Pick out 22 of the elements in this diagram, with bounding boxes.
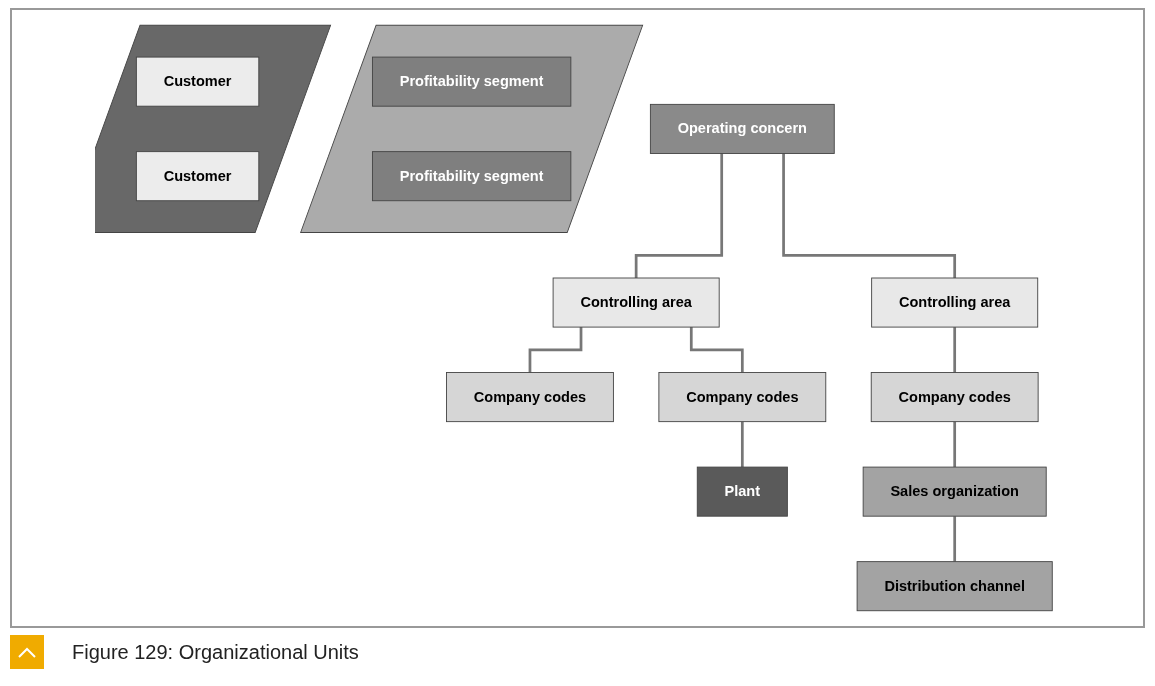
node-box: Controlling area bbox=[871, 277, 1039, 328]
connector bbox=[953, 421, 957, 469]
node-box: Profitability segment bbox=[372, 151, 572, 202]
connector bbox=[528, 327, 583, 374]
node-box: Controlling area bbox=[552, 277, 720, 328]
node-box: Customer bbox=[136, 151, 260, 202]
node-box: Profitability segment bbox=[372, 56, 572, 107]
connector bbox=[741, 421, 744, 469]
connector bbox=[953, 516, 957, 563]
node-box: Company codes bbox=[446, 372, 615, 423]
figure-caption: Figure 129: Organizational Units bbox=[72, 640, 359, 664]
node-box: Sales organization bbox=[862, 466, 1047, 517]
node-box: Distribution channel bbox=[856, 561, 1053, 612]
node-box: Operating concern bbox=[650, 103, 835, 154]
connector bbox=[690, 327, 744, 374]
connector bbox=[953, 327, 957, 374]
node-box: Company codes bbox=[658, 372, 827, 423]
connector bbox=[635, 153, 724, 280]
node-box: Customer bbox=[136, 56, 260, 107]
connector bbox=[782, 153, 957, 280]
node-box: Company codes bbox=[871, 372, 1039, 423]
node-box: Plant bbox=[697, 466, 789, 517]
